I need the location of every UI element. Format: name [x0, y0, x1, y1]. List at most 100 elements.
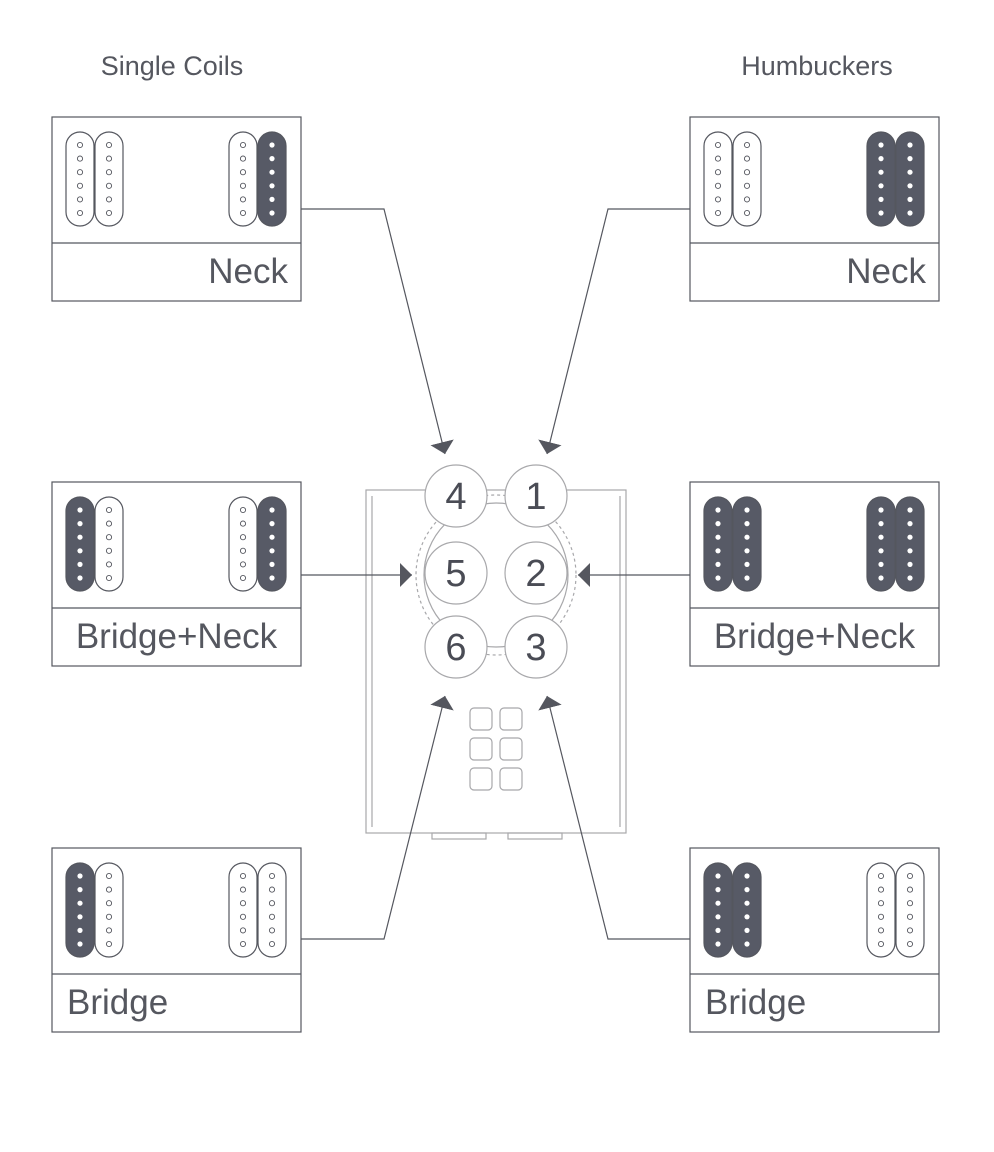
pole-piece	[105, 574, 113, 582]
pole-piece	[76, 155, 84, 162]
pole-piece	[714, 182, 722, 189]
pole-piece	[906, 940, 914, 948]
pole-piece	[714, 169, 722, 176]
pole-piece	[744, 575, 750, 581]
pole-piece	[715, 941, 721, 947]
pole-piece	[269, 183, 275, 189]
position-label: Bridge	[705, 983, 806, 1022]
pole-piece	[239, 182, 247, 189]
switch-terminal	[469, 707, 493, 731]
pole-piece	[907, 521, 913, 527]
pickup-coil	[65, 496, 95, 592]
pickup-coil	[703, 131, 733, 227]
position-number: 4	[445, 476, 466, 518]
pickup-coil	[257, 862, 287, 958]
pole-piece	[877, 927, 885, 934]
humbuckers-heading: Humbuckers	[741, 51, 893, 81]
pole-piece	[269, 169, 275, 175]
switch-tab	[431, 832, 487, 840]
pole-piece	[105, 913, 113, 920]
pole-piece	[105, 520, 113, 527]
pole-piece	[744, 887, 750, 893]
selector-lobe	[504, 541, 568, 605]
pickup-coil	[94, 862, 124, 958]
pickup-coil	[866, 496, 896, 592]
pole-piece	[877, 900, 885, 907]
pole-piece	[77, 534, 83, 540]
pole-piece	[907, 183, 913, 189]
connector-arrows	[301, 208, 690, 940]
pole-piece	[239, 534, 247, 541]
pole-piece	[878, 507, 884, 513]
switch-terminal	[469, 767, 493, 791]
pole-piece	[239, 196, 247, 203]
pole-piece	[907, 561, 913, 568]
pole-piece	[714, 141, 722, 149]
pole-piece	[239, 886, 247, 893]
connector-arrow	[538, 695, 690, 940]
pole-piece	[269, 534, 275, 540]
pickup-coil	[866, 862, 896, 958]
pole-piece	[268, 913, 276, 920]
pole-piece	[269, 521, 275, 527]
position-number: 6	[445, 627, 466, 669]
single-coil-panel: Bridge+Neck	[51, 481, 302, 667]
pole-piece	[77, 900, 83, 906]
pole-piece	[743, 196, 751, 203]
switch-tab	[507, 832, 563, 840]
pole-piece	[907, 210, 913, 216]
pole-piece	[877, 886, 885, 893]
pole-piece	[878, 156, 884, 162]
pole-piece	[269, 575, 275, 581]
switch-dial-ring	[415, 494, 577, 656]
pole-piece	[715, 534, 721, 540]
pole-piece	[743, 169, 751, 176]
pole-piece	[715, 927, 721, 934]
pole-piece	[878, 196, 884, 202]
pole-piece	[76, 182, 84, 189]
pole-piece	[907, 575, 913, 581]
pole-piece	[105, 141, 113, 149]
single-coils-heading: Single Coils	[101, 51, 244, 81]
pickup-coil	[732, 131, 762, 227]
pickup-coil	[65, 862, 95, 958]
pole-piece	[77, 507, 83, 513]
pole-piece	[239, 141, 247, 149]
pole-piece	[907, 169, 913, 175]
pole-piece	[715, 507, 721, 513]
switch-dial	[423, 502, 569, 648]
pole-piece	[268, 886, 276, 893]
pole-piece	[268, 872, 276, 880]
pickup-coil	[228, 862, 258, 958]
pole-piece	[269, 561, 275, 568]
pole-piece	[744, 548, 750, 554]
pole-piece	[269, 156, 275, 162]
pole-piece	[878, 210, 884, 216]
pole-piece	[714, 196, 722, 203]
pole-piece	[744, 927, 750, 934]
switch-terminal	[499, 737, 523, 761]
pole-piece	[105, 561, 113, 568]
position-number: 5	[445, 553, 466, 595]
pole-piece	[877, 872, 885, 880]
pole-piece	[744, 521, 750, 527]
pole-piece	[878, 183, 884, 189]
switch-terminals	[469, 707, 523, 791]
pole-piece	[878, 561, 884, 568]
pole-piece	[878, 575, 884, 581]
position-number: 1	[525, 476, 546, 518]
humbucker-panel: Bridge+Neck	[689, 481, 940, 667]
pickup-coil	[703, 496, 733, 592]
pole-piece	[878, 534, 884, 540]
pole-piece	[105, 182, 113, 189]
pole-piece	[744, 507, 750, 513]
position-label: Bridge	[67, 983, 168, 1022]
pole-piece	[906, 886, 914, 893]
pole-piece	[906, 927, 914, 934]
pole-piece	[105, 927, 113, 934]
pole-piece	[744, 534, 750, 540]
pole-piece	[105, 547, 113, 554]
pole-piece	[105, 196, 113, 203]
pole-piece	[269, 548, 275, 554]
